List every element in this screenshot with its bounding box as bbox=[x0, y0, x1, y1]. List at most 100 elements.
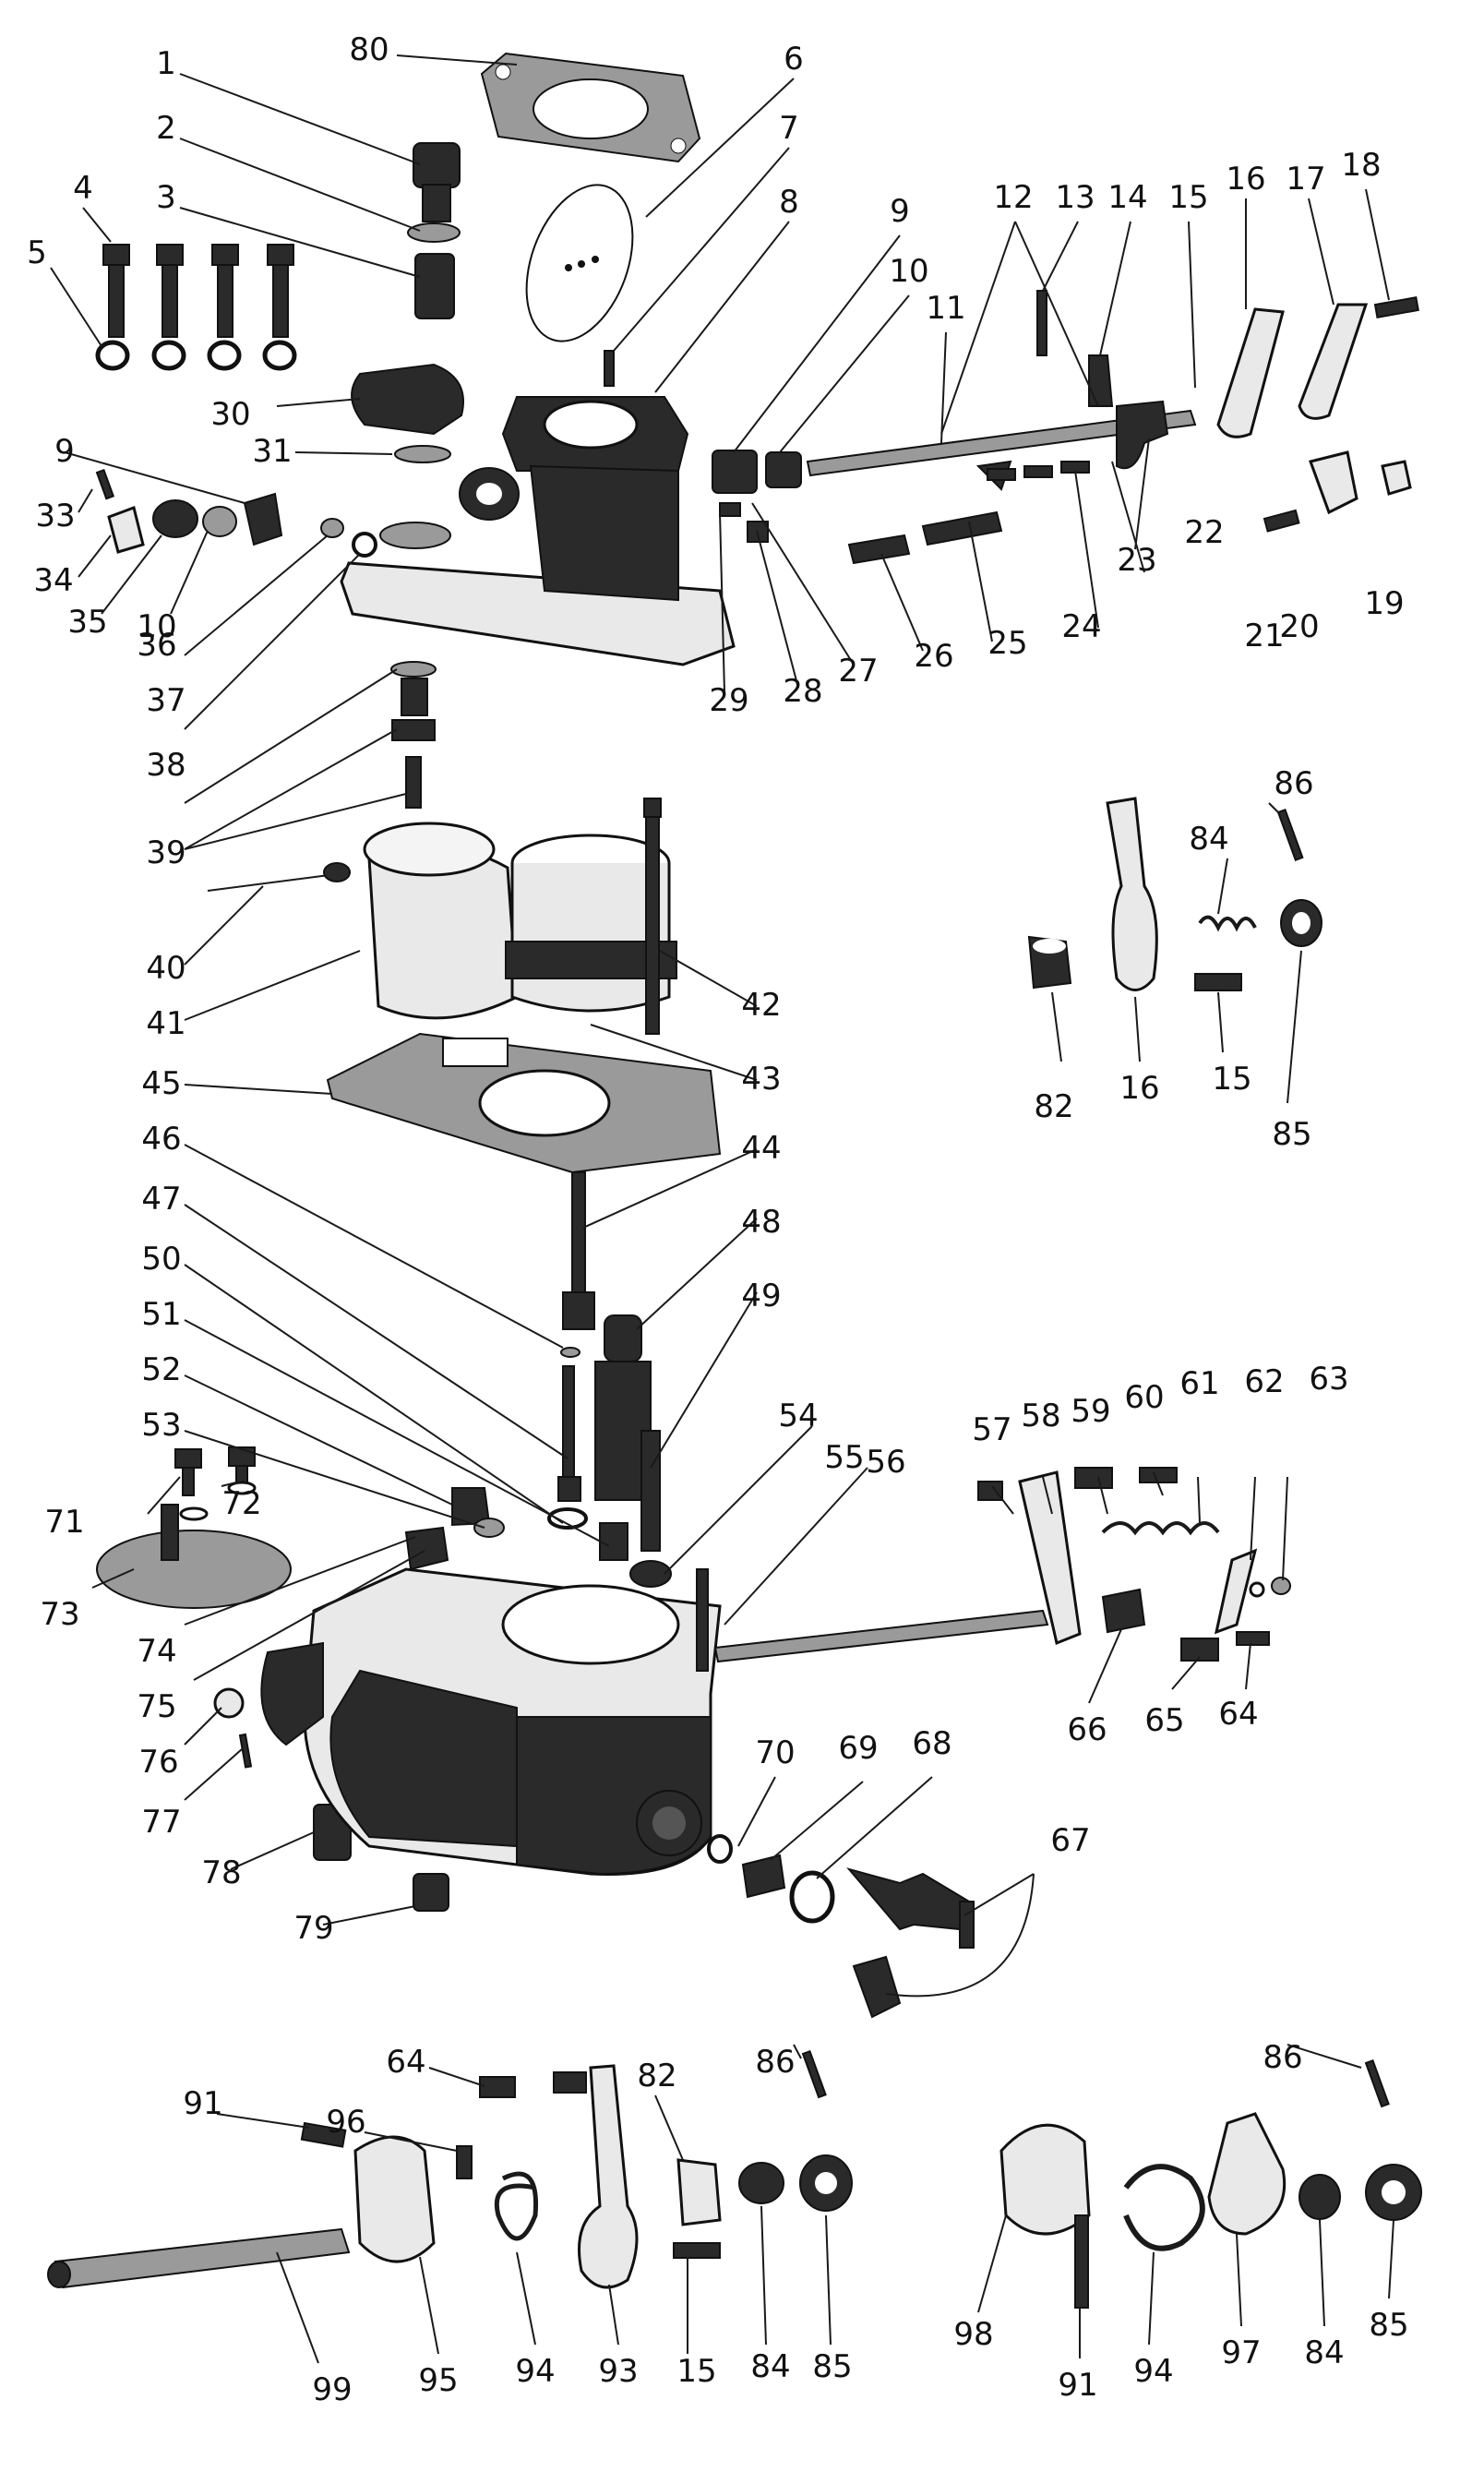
callout-label-7: 7 bbox=[779, 110, 799, 147]
callout-label-84: 84 bbox=[750, 2348, 790, 2385]
callout-label-45: 45 bbox=[141, 1065, 181, 1102]
jet-assembly bbox=[547, 1314, 672, 1588]
callout-label-73: 73 bbox=[40, 1596, 79, 1633]
callout-label-25: 25 bbox=[987, 625, 1027, 662]
callout-label-67: 67 bbox=[1050, 1822, 1090, 1859]
callout-label-61: 61 bbox=[1179, 1365, 1219, 1402]
callout-label-16: 16 bbox=[1119, 1070, 1159, 1107]
fixing-bolts bbox=[102, 244, 294, 338]
callout-label-29: 29 bbox=[709, 682, 748, 719]
choke-tube bbox=[505, 798, 677, 1035]
throttle-lever bbox=[1216, 307, 1285, 438]
callout-label-84: 84 bbox=[1189, 821, 1228, 858]
callout-label-68: 68 bbox=[912, 1725, 951, 1762]
callout-label-84: 84 bbox=[1304, 2334, 1344, 2371]
callout-label-37: 37 bbox=[146, 682, 186, 719]
spring-washers bbox=[95, 340, 297, 371]
callout-label-42: 42 bbox=[741, 987, 781, 1024]
callout-label-36: 36 bbox=[137, 627, 176, 664]
callout-label-64: 64 bbox=[386, 2044, 425, 2081]
spindle-assembly-bottom-right bbox=[999, 2058, 1422, 2309]
main-gasket bbox=[326, 1032, 722, 1174]
callout-label-54: 54 bbox=[778, 1398, 818, 1434]
callout-label-28: 28 bbox=[783, 673, 822, 710]
callout-label-78: 78 bbox=[201, 1854, 241, 1891]
callout-label-91: 91 bbox=[183, 2085, 222, 2122]
callout-label-59: 59 bbox=[1071, 1393, 1110, 1430]
spindle-assembly-bottom-left bbox=[47, 2049, 853, 2289]
callout-label-2: 2 bbox=[156, 110, 176, 147]
callout-label-98: 98 bbox=[953, 2316, 993, 2353]
callout-label-64: 64 bbox=[1218, 1696, 1258, 1733]
callout-label-85: 85 bbox=[812, 2348, 852, 2385]
callout-label-70: 70 bbox=[755, 1734, 795, 1771]
callout-label-95: 95 bbox=[418, 2362, 458, 2399]
callout-label-96: 96 bbox=[326, 2104, 365, 2141]
main-body-casting bbox=[260, 1567, 722, 1876]
top-flange-gasket bbox=[480, 52, 701, 163]
callout-label-43: 43 bbox=[741, 1061, 781, 1098]
callout-label-15: 15 bbox=[1168, 179, 1208, 216]
upper-body-casting bbox=[340, 396, 736, 666]
callout-label-62: 62 bbox=[1244, 1363, 1284, 1400]
callout-label-9: 9 bbox=[54, 433, 75, 470]
callout-label-27: 27 bbox=[838, 653, 878, 690]
callout-label-38: 38 bbox=[146, 747, 186, 784]
callout-label-3: 3 bbox=[156, 179, 176, 216]
callout-label-5: 5 bbox=[27, 234, 47, 271]
callout-label-86: 86 bbox=[755, 2044, 795, 2081]
callout-label-48: 48 bbox=[741, 1204, 781, 1241]
callout-label-18: 18 bbox=[1341, 147, 1381, 184]
throttle-spindle bbox=[712, 409, 1197, 494]
callout-label-26: 26 bbox=[914, 638, 953, 675]
callout-label-80: 80 bbox=[349, 31, 389, 68]
callout-label-86: 86 bbox=[1274, 765, 1313, 802]
callout-label-51: 51 bbox=[141, 1296, 181, 1333]
callout-label-4: 4 bbox=[73, 170, 93, 207]
callout-label-10: 10 bbox=[137, 608, 176, 645]
callout-label-6: 6 bbox=[784, 41, 804, 78]
callout-label-24: 24 bbox=[1061, 608, 1101, 645]
callout-label-41: 41 bbox=[146, 1005, 186, 1042]
callout-label-82: 82 bbox=[1034, 1088, 1073, 1125]
callout-label-46: 46 bbox=[141, 1121, 181, 1158]
callout-label-13: 13 bbox=[1055, 179, 1095, 216]
callout-label-19: 19 bbox=[1364, 585, 1404, 622]
callout-label-56: 56 bbox=[866, 1444, 905, 1481]
callout-label-21: 21 bbox=[1244, 618, 1284, 654]
callout-label-55: 55 bbox=[824, 1439, 864, 1476]
callout-label-85: 85 bbox=[1272, 1116, 1311, 1153]
callout-label-47: 47 bbox=[141, 1181, 181, 1218]
callout-label-57: 57 bbox=[972, 1411, 1011, 1448]
callout-label-86: 86 bbox=[1263, 2039, 1302, 2076]
callout-label-52: 52 bbox=[141, 1351, 181, 1388]
callout-label-35: 35 bbox=[67, 604, 107, 641]
callout-label-93: 93 bbox=[598, 2353, 638, 2390]
callout-label-15: 15 bbox=[676, 2353, 716, 2390]
callout-label-63: 63 bbox=[1309, 1361, 1348, 1398]
callout-label-75: 75 bbox=[137, 1688, 176, 1725]
callout-label-65: 65 bbox=[1144, 1702, 1184, 1739]
callout-label-97: 97 bbox=[1221, 2334, 1261, 2371]
leader-lines bbox=[50, 54, 1394, 2364]
callout-label-53: 53 bbox=[141, 1407, 181, 1444]
callout-label-11: 11 bbox=[926, 290, 965, 327]
callout-label-69: 69 bbox=[838, 1730, 878, 1767]
callout-label-99: 99 bbox=[312, 2371, 352, 2408]
callout-label-66: 66 bbox=[1067, 1711, 1107, 1748]
callout-label-22: 22 bbox=[1184, 514, 1224, 551]
callout-label-40: 40 bbox=[146, 950, 186, 987]
callout-label-8: 8 bbox=[779, 184, 799, 221]
callout-label-34: 34 bbox=[33, 562, 73, 599]
callout-label-44: 44 bbox=[741, 1130, 781, 1167]
callout-label-72: 72 bbox=[221, 1485, 261, 1522]
callout-label-49: 49 bbox=[741, 1278, 781, 1314]
callout-label-39: 39 bbox=[146, 834, 186, 871]
callout-label-94: 94 bbox=[515, 2353, 555, 2390]
callout-label-14: 14 bbox=[1107, 179, 1147, 216]
callout-label-94: 94 bbox=[1133, 2353, 1173, 2390]
callout-label-82: 82 bbox=[637, 2058, 676, 2094]
lever-assembly-right bbox=[1027, 797, 1322, 991]
banjo-bolt-assembly bbox=[407, 142, 461, 319]
